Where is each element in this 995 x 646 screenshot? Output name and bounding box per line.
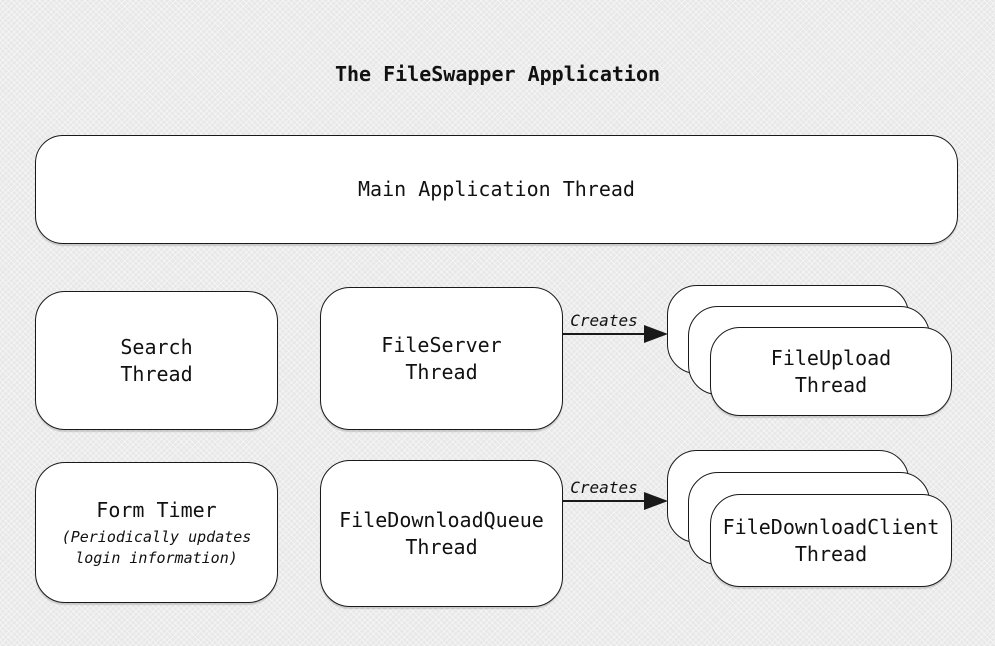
stack-filedownloadclient-thread: FileDownloadClient Thread: [667, 450, 955, 590]
node-fileserver-thread: FileServer Thread: [320, 287, 563, 430]
node-label-line2: Thread: [120, 361, 193, 386]
arrow-head-icon: [644, 492, 668, 510]
stack-fileupload-thread: FileUpload Thread: [667, 285, 955, 425]
creates-arrow-queue-to-client: Creates: [562, 479, 668, 521]
node-filedownloadclient-thread: FileDownloadClient Thread: [710, 494, 952, 587]
node-label-line1: Search: [120, 334, 193, 359]
node-label-line2: Thread: [794, 372, 868, 397]
node-label: Form Timer: [96, 497, 217, 522]
node-label-line1: FileDownloadClient: [722, 514, 940, 539]
node-note-line1: (Periodically updates: [61, 527, 252, 546]
edge-label: Creates: [570, 311, 638, 330]
node-label-line2: Thread: [405, 359, 478, 384]
node-filedownloadqueue-thread: FileDownloadQueue Thread: [320, 460, 563, 607]
creates-arrow-fileserver-to-fileupload: Creates: [562, 312, 668, 354]
node-label-line1: FileDownloadQueue: [339, 507, 544, 532]
node-form-timer: Form Timer (Periodically updates login in…: [35, 462, 278, 603]
arrow-head-icon: [644, 325, 668, 343]
edge-label: Creates: [570, 478, 638, 497]
node-label-line1: FileServer: [381, 332, 502, 357]
node-note-line2: login information): [75, 548, 238, 567]
arrow-shaft: [562, 333, 646, 335]
node-note: (Periodically updates login information): [62, 527, 252, 569]
node-fileupload-thread: FileUpload Thread: [710, 327, 952, 416]
node-label: Main Application Thread: [358, 177, 635, 201]
diagram-title: The FileSwapper Application: [334, 62, 661, 86]
node-label-line2: Thread: [405, 534, 478, 559]
node-search-thread: Search Thread: [35, 291, 278, 430]
node-label-line1: FileUpload: [770, 345, 892, 370]
arrow-shaft: [562, 500, 646, 502]
node-label-line2: Thread: [794, 541, 868, 566]
node-main-application-thread: Main Application Thread: [35, 135, 958, 244]
